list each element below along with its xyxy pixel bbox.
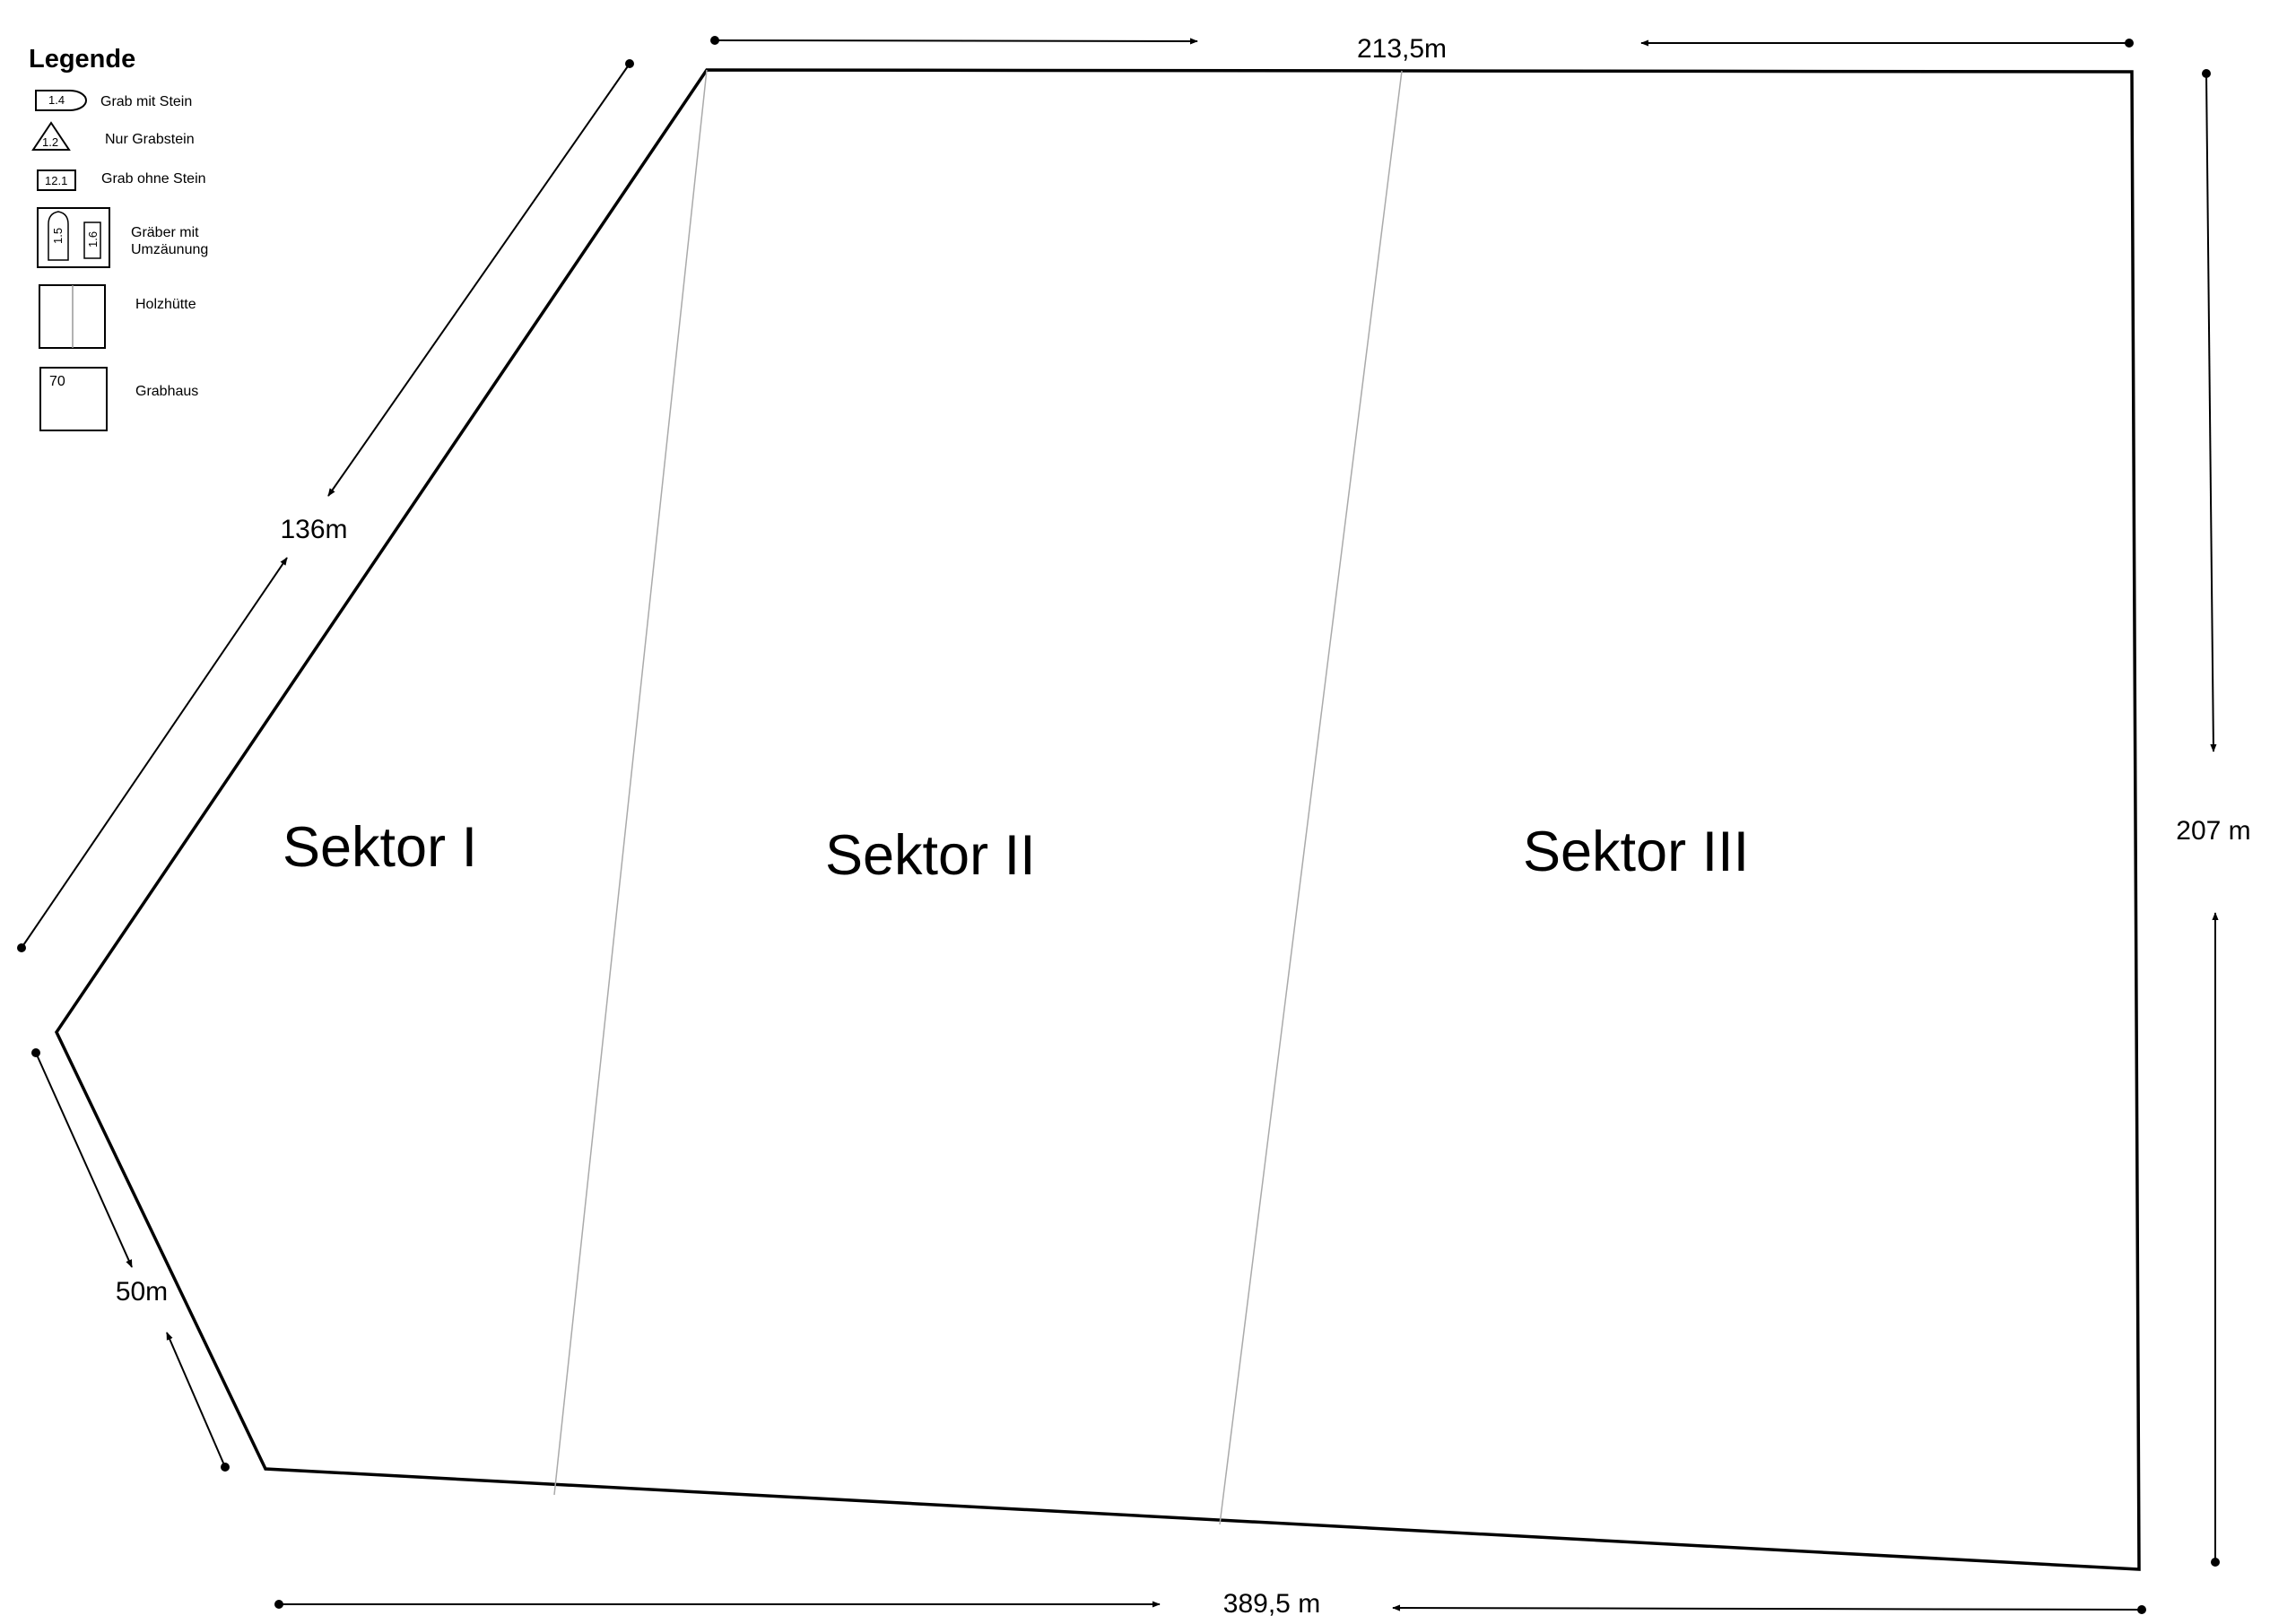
- legend-label: Grab ohne Stein: [101, 171, 206, 187]
- dimension-bottom: 389,5 m: [274, 1589, 2146, 1619]
- sector-label-2: Sektor II: [825, 824, 1036, 887]
- legend-label: Grab mit Stein: [100, 94, 192, 109]
- legend-code: 1.4: [48, 93, 65, 107]
- dimension-label-lower-left: 50m: [116, 1277, 168, 1307]
- plot-boundary: [54, 68, 2141, 1571]
- legend-item-nur-grabstein: 1.2 Nur Grabstein: [31, 121, 195, 151]
- sector-divider-1-2: [553, 69, 708, 1496]
- plot-area: [54, 68, 2141, 1571]
- legend-code: 1.5: [51, 228, 65, 244]
- dimension-upper-left: 136m: [17, 59, 634, 952]
- legend-item-graeber-mit-umzaeunung: 1.5 1.6 Gräber mit Umzäunung: [37, 207, 208, 268]
- legend-title: Legende: [29, 45, 135, 74]
- sector-labels: Sektor I Sektor II Sektor III: [283, 816, 1749, 887]
- wooden-hut-icon: [39, 284, 106, 349]
- legend: Legende 1.4 Grab mit Stein 1.2 Nur Grabs…: [29, 45, 208, 431]
- legend-item-grab-mit-stein: 1.4 Grab mit Stein: [35, 90, 192, 111]
- legend-item-holzhuette: Holzhütte: [39, 284, 196, 349]
- dimension-label-upper-left: 136m: [280, 515, 347, 544]
- triangle-stone-icon: [31, 121, 71, 151]
- legend-item-grab-ohne-stein: 12.1 Grab ohne Stein: [37, 169, 206, 191]
- fenced-graves-icon: [37, 207, 110, 268]
- dimension-label-bottom: 389,5 m: [1223, 1589, 1320, 1619]
- legend-code: 1.6: [86, 231, 100, 248]
- legend-code: 12.1: [45, 174, 67, 187]
- legend-item-grabhaus: 70 Grabhaus: [39, 367, 198, 431]
- legend-label: Umzäunung: [131, 242, 208, 257]
- sector-label-3: Sektor III: [1523, 821, 1749, 883]
- legend-code: 70: [49, 374, 65, 389]
- dimension-label-right: 207 m: [2176, 816, 2250, 846]
- dimension-label-top: 213,5m: [1357, 34, 1447, 64]
- dimension-top: 213,5m: [710, 34, 2134, 64]
- legend-label: Nur Grabstein: [105, 132, 195, 147]
- dimension-lines: 213,5m 207 m 389,5 m 136m: [17, 34, 2251, 1619]
- ellipse-grave-icon: [35, 90, 87, 111]
- dimension-right: 207 m: [2176, 69, 2251, 1567]
- grave-house-icon: [39, 367, 108, 431]
- legend-label: Grabhaus: [135, 384, 198, 399]
- sector-label-1: Sektor I: [283, 816, 477, 879]
- legend-code: 1.2: [42, 135, 58, 149]
- sector-divider-2-3: [1219, 70, 1403, 1525]
- rect-grave-icon: [37, 169, 76, 191]
- legend-label: Holzhütte: [135, 297, 196, 312]
- dimension-lower-left: 50m: [31, 1048, 230, 1472]
- legend-label: Gräber mit: [131, 225, 199, 240]
